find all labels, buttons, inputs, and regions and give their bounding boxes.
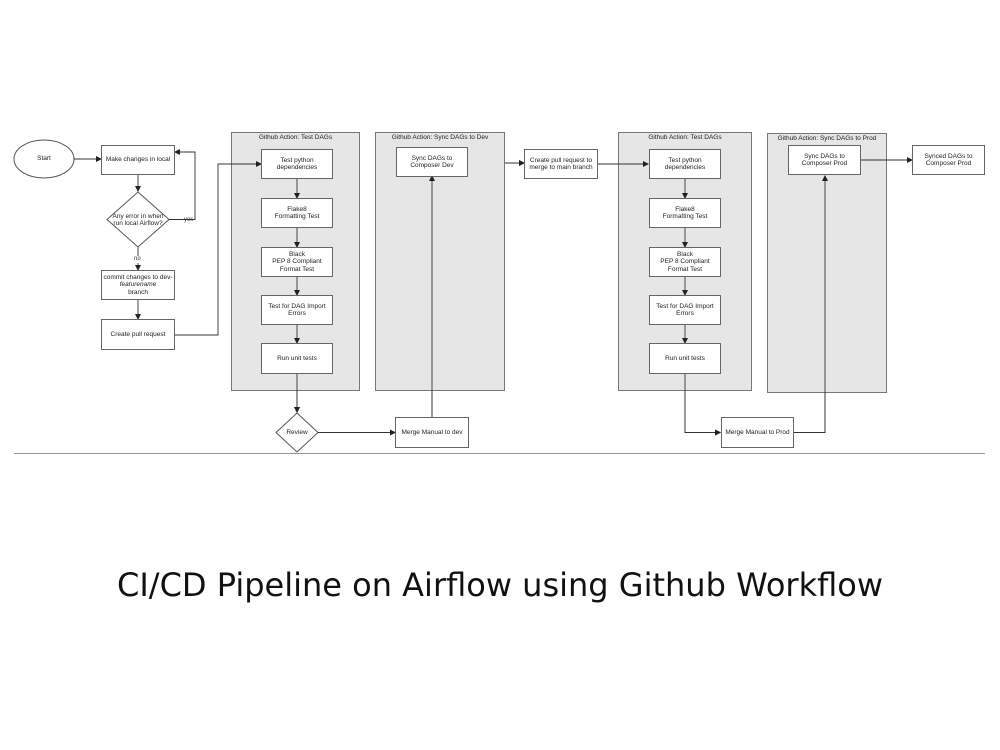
test-python-label-line1: Test python xyxy=(280,156,314,164)
commit-node: commit changes to dev- featurename branc… xyxy=(101,270,175,300)
lane-title: Github Action: Sync DAGs to Dev xyxy=(391,134,489,141)
dag-import-label-line1: Test for DAG Import xyxy=(656,302,714,310)
test-python-label-line2: dependencies xyxy=(664,164,706,171)
commit-label-line3: branch xyxy=(128,288,148,296)
edge-yes-loop xyxy=(169,149,196,220)
create-pr-main-label-line1: Create pull request to xyxy=(529,156,593,164)
dag-import-label-line2: Errors xyxy=(676,310,694,317)
black-label-line3: Format Test xyxy=(667,265,703,273)
create-pr-main-label-line2: merge to main branch xyxy=(529,164,593,171)
test-python-label-line1: Test python xyxy=(668,156,702,164)
merge-prod-label: Merge Manual to Prod xyxy=(725,428,790,436)
sync-dev-label-line2: Composer Dev xyxy=(410,162,454,169)
commit-label-line2: featurename xyxy=(119,281,157,289)
page-title: CI/CD Pipeline on Airflow using Github W… xyxy=(117,566,883,604)
sync-prod-label-line2: Composer Prod xyxy=(801,160,848,167)
black-node-1: Black PEP 8 Compliant Format Test xyxy=(261,247,333,277)
dag-import-label-line2: Errors xyxy=(288,310,306,317)
make-changes-node: Make changes in local xyxy=(101,145,175,175)
unit-tests-label: Run unit tests xyxy=(665,354,705,362)
make-changes-label: Make changes in local xyxy=(105,156,171,164)
flake8-label-line1: Flake8 xyxy=(287,205,307,213)
review-decision-shape xyxy=(275,412,319,453)
merge-prod-node: Merge Manual to Prod xyxy=(721,417,794,448)
lane-title: Github Action: Test DAGs xyxy=(648,134,722,141)
synced-node: Synced DAGs to Composer Prod xyxy=(912,145,985,175)
test-python-node-2: Test python dependencies xyxy=(649,149,721,179)
divider-line xyxy=(14,453,985,454)
create-pr-main-node: Create pull request to merge to main bra… xyxy=(524,149,598,179)
black-label-line1: Black xyxy=(289,250,305,258)
sync-prod-label-line1: Sync DAGs to xyxy=(804,152,845,160)
merge-dev-node: Merge Manual to dev xyxy=(395,417,469,448)
dag-import-node-1: Test for DAG Import Errors xyxy=(261,295,333,325)
sync-dev-label-line1: Sync DAGs to xyxy=(411,154,453,162)
unit-tests-node-1: Run unit tests xyxy=(261,343,333,374)
test-python-node-1: Test python dependencies xyxy=(261,149,333,179)
flake8-node-1: Flake8 Formatting Test xyxy=(261,198,333,228)
no-label: no xyxy=(134,256,141,263)
unit-tests-node-2: Run unit tests xyxy=(649,343,721,374)
sync-dev-node: Sync DAGs to Composer Dev xyxy=(396,147,468,177)
create-pr-label: Create pull request xyxy=(110,330,166,338)
synced-label-line2: Composer Prod xyxy=(925,160,972,167)
flake8-label-line2: Formatting Test xyxy=(662,213,708,220)
test-python-label-line2: dependencies xyxy=(276,164,318,171)
yes-label: yes xyxy=(184,217,194,223)
merge-dev-label: Merge Manual to dev xyxy=(401,428,463,436)
commit-label-line1: commit changes to dev- xyxy=(103,273,173,281)
create-pr-node: Create pull request xyxy=(101,319,175,350)
black-label-line2: PEP 8 Compliant xyxy=(660,258,710,266)
black-label-line2: PEP 8 Compliant xyxy=(272,258,322,266)
flake8-label-line2: Formatting Test xyxy=(274,213,320,220)
lane-title: Github Action: Test DAGs xyxy=(258,134,333,141)
synced-label-line1: Synced DAGs to xyxy=(924,152,973,160)
black-node-2: Black PEP 8 Compliant Format Test xyxy=(649,247,721,277)
flake8-label-line1: Flake8 xyxy=(675,205,695,213)
lane-title: Github Action: Sync DAGs to Prod xyxy=(777,135,877,142)
unit-tests-label: Run unit tests xyxy=(277,354,317,362)
dag-import-label-line1: Test for DAG Import xyxy=(268,302,326,310)
black-label-line3: Format Test xyxy=(279,265,315,273)
black-label-line1: Black xyxy=(677,250,693,258)
dag-import-node-2: Test for DAG Import Errors xyxy=(649,295,721,325)
sync-prod-node: Sync DAGs to Composer Prod xyxy=(788,145,861,175)
flake8-node-2: Flake8 Formatting Test xyxy=(649,198,721,228)
